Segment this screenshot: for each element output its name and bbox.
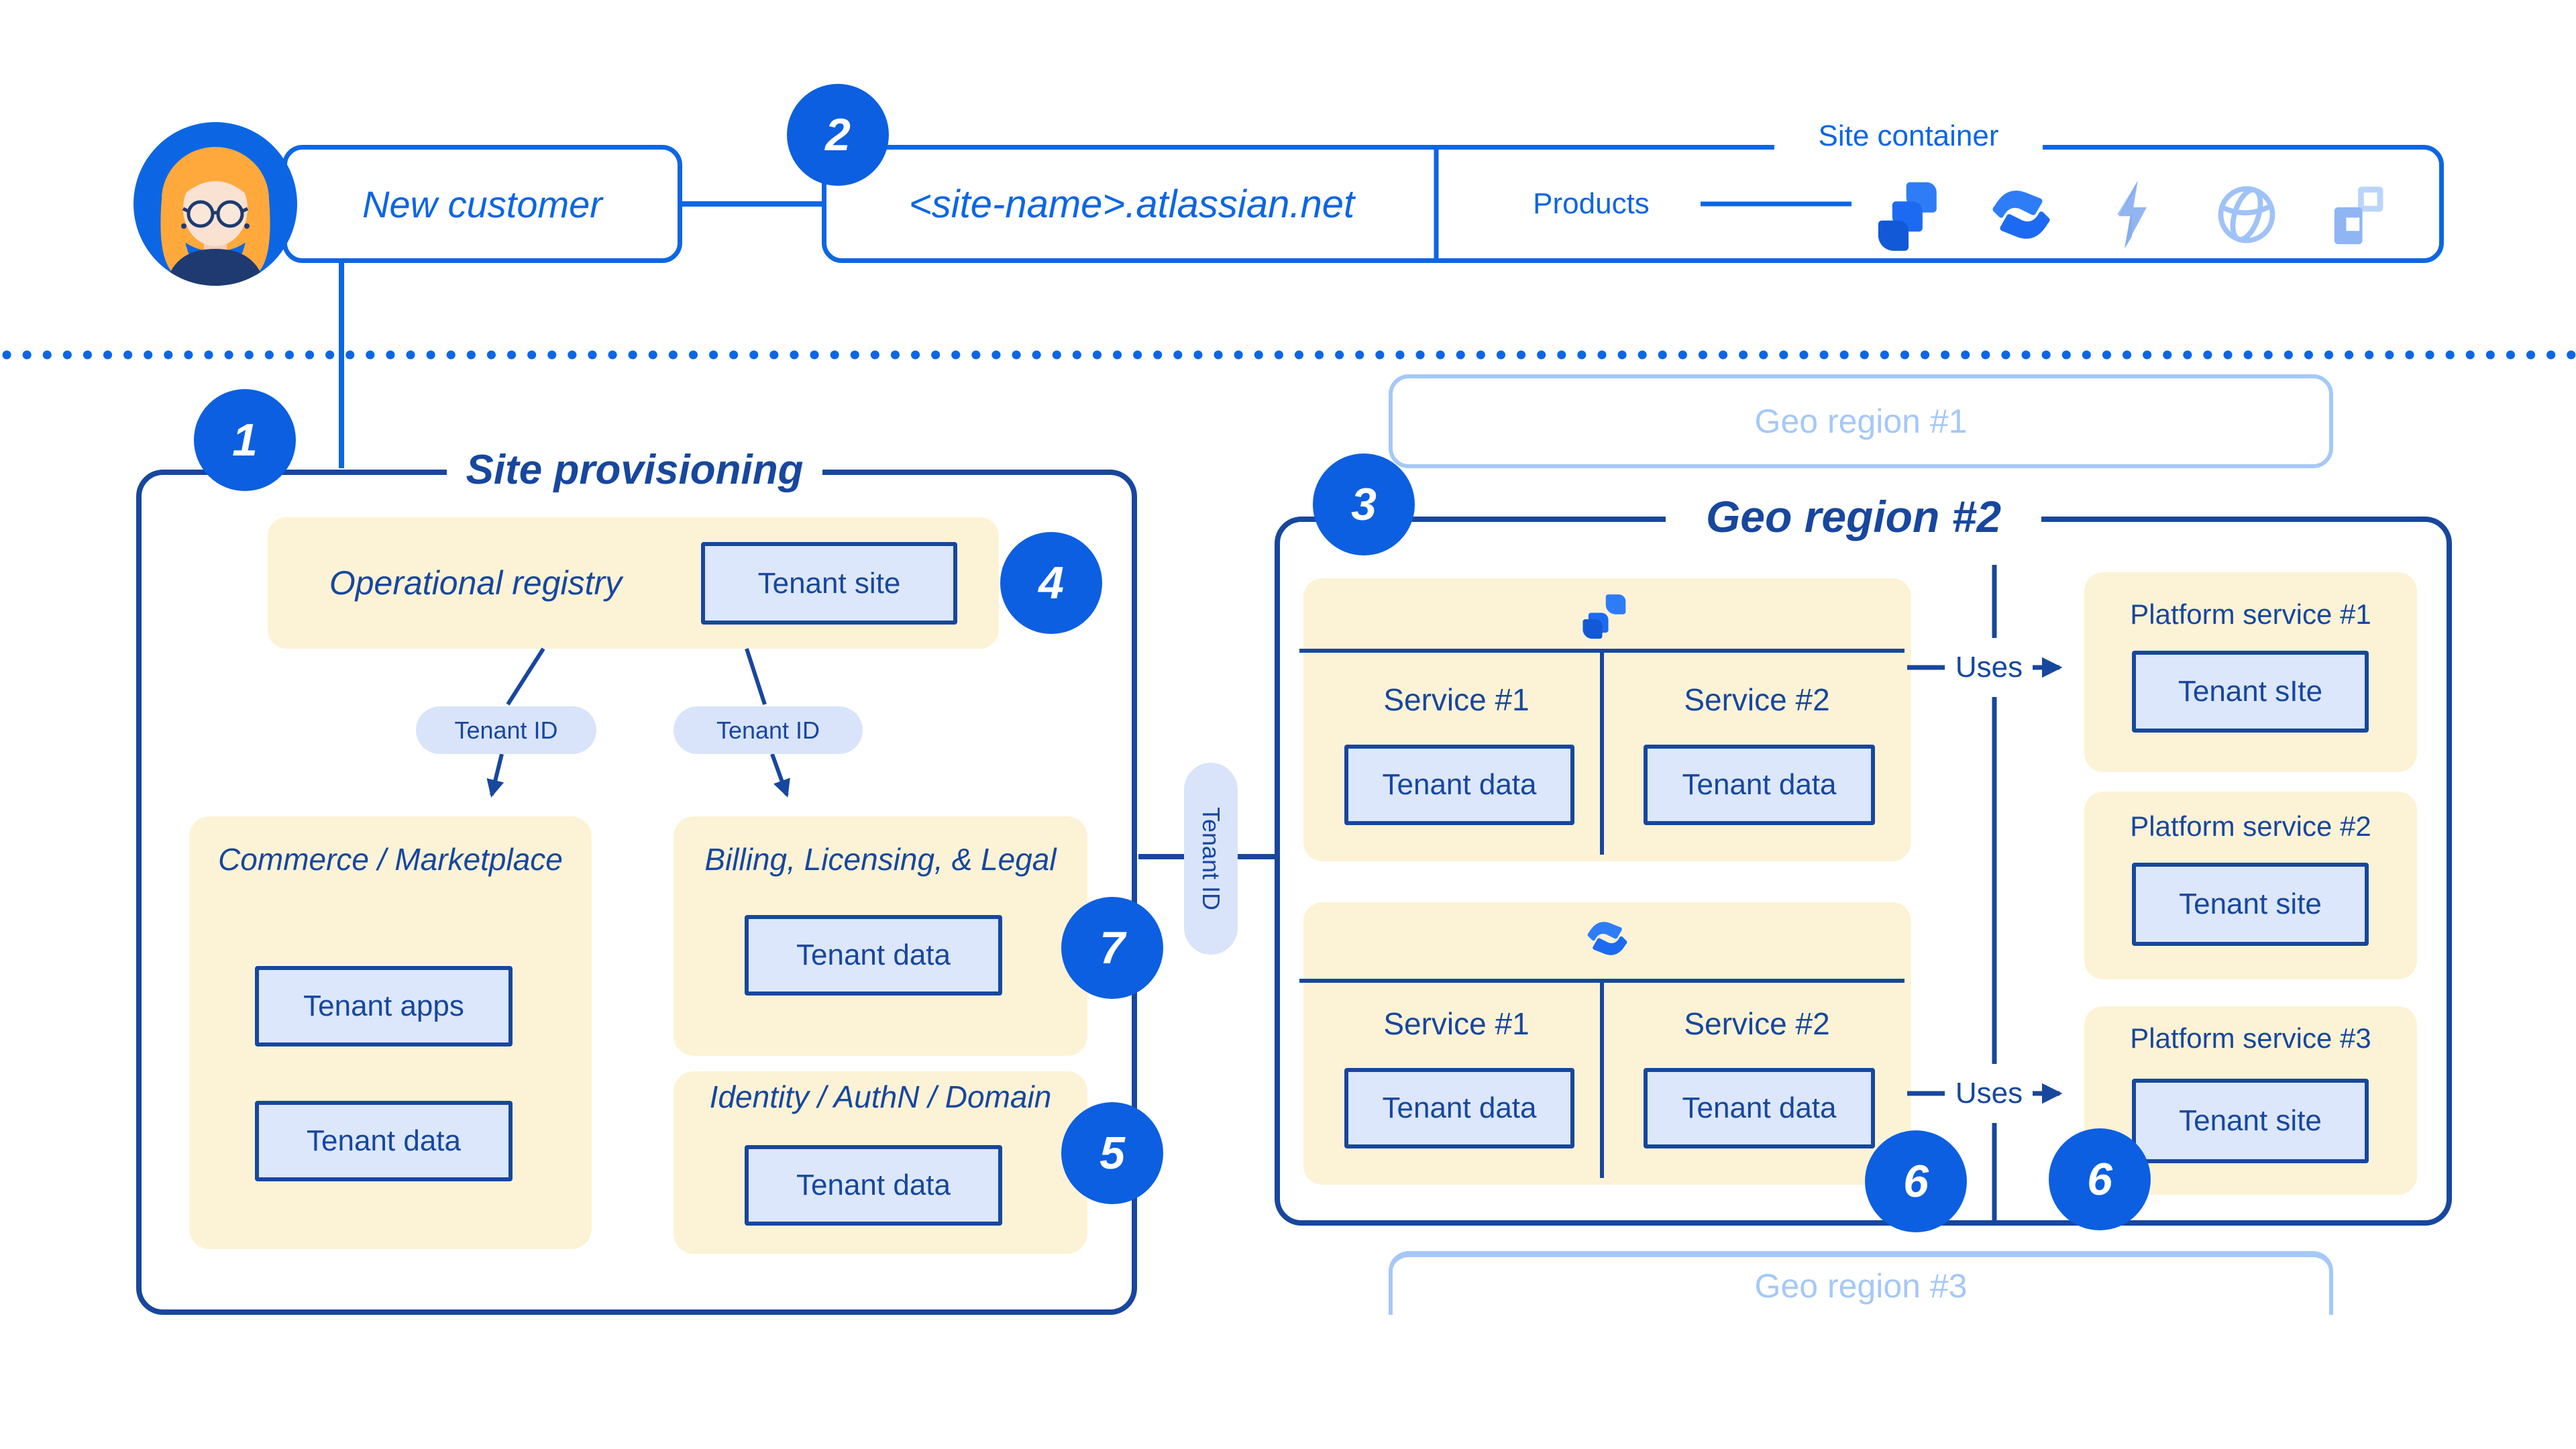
platform-tenant-box: Tenant sIte	[2132, 651, 2369, 733]
platform-service-2-box: Platform service #2 Tenant site	[2084, 792, 2417, 979]
confluence-product-block: Service #1 Service #2 Tenant data Tenant…	[1303, 902, 1911, 1185]
geo-region-1-label: Geo region #1	[1754, 402, 1968, 440]
platform-tenant-box: Tenant site	[2132, 1079, 2369, 1163]
platform-service-1-box: Platform service #1 Tenant sIte	[2084, 572, 2417, 772]
tenant-data-label: Tenant data	[1382, 1091, 1537, 1124]
tenant-site-label: Tenant sIte	[2178, 675, 2323, 708]
tenant-site-label: Tenant site	[2179, 1104, 2322, 1137]
badge-number: 3	[1351, 479, 1377, 530]
tenant-id-vertical-pill: Tenant ID	[1184, 763, 1238, 955]
badge-number: 1	[232, 415, 258, 466]
tenant-apps-label: Tenant apps	[303, 989, 464, 1022]
tenant-id-label: Tenant ID	[1197, 806, 1225, 911]
platform-service-title: Platform service #2	[2130, 810, 2371, 842]
site-provisioning-box: Operational registry Tenant site Commerc…	[136, 470, 1137, 1315]
tenant-site-box: Tenant site	[701, 542, 957, 625]
uses-label: Uses	[1945, 1073, 2033, 1114]
globe-icon	[2218, 186, 2275, 244]
geo-region-3-box: Geo region #3	[1389, 1251, 2333, 1315]
step-badge-2: 2	[787, 84, 889, 186]
tenant-id-label: Tenant ID	[454, 716, 558, 744]
billing-box: Billing, Licensing, & Legal Tenant data	[674, 816, 1087, 1056]
platform-service-title: Platform service #3	[2130, 1022, 2371, 1054]
badge-number: 6	[2087, 1154, 2112, 1205]
bolt-icon	[2117, 180, 2147, 249]
confluence-icon	[1587, 922, 1627, 955]
identity-tenant-data-box: Tenant data	[745, 1145, 1002, 1226]
confluence-icon	[1992, 191, 2050, 239]
geo-region-3-label: Geo region #3	[1754, 1267, 1968, 1305]
tenant-data-label: Tenant data	[796, 1169, 951, 1201]
new-customer-box: New customer	[282, 145, 682, 263]
commerce-title: Commerce / Marketplace	[218, 842, 563, 877]
billing-tenant-data-box: Tenant data	[745, 915, 1002, 996]
site-container-box: <site-name>.atlassian.net Products	[822, 145, 2444, 263]
commerce-tenant-data-box: Tenant data	[255, 1101, 513, 1181]
step-badge-6: 6	[2049, 1128, 2151, 1230]
tenant-data-label: Tenant data	[1382, 768, 1537, 801]
service-label: Service #1	[1383, 1006, 1529, 1041]
products-label: Products	[1533, 187, 1650, 220]
site-container-title: Site container	[1774, 115, 2043, 158]
jira-icon	[1878, 182, 1937, 251]
step-badge-6: 6	[1865, 1130, 1967, 1232]
billing-title: Billing, Licensing, & Legal	[704, 842, 1057, 877]
service-tenant-data-box: Tenant data	[1344, 1068, 1574, 1148]
site-provisioning-title: Site provisioning	[447, 443, 822, 496]
step-badge-1: 1	[194, 389, 296, 491]
step-badge-4: 4	[1000, 532, 1102, 634]
geo-region-2-title: Geo region #2	[1666, 487, 2041, 546]
identity-title: Identity / AuthN / Domain	[709, 1079, 1052, 1114]
badge-number: 5	[1099, 1128, 1125, 1179]
service-label: Service #2	[1684, 1006, 1830, 1041]
tenant-data-label: Tenant data	[796, 938, 951, 971]
platform-service-title: Platform service #1	[2130, 598, 2371, 630]
step-badge-3: 3	[1313, 453, 1415, 555]
tenant-apps-box: Tenant apps	[255, 966, 513, 1046]
new-customer-label: New customer	[362, 182, 602, 225]
jira-product-block: Service #1 Service #2 Tenant data Tenant…	[1303, 578, 1911, 861]
badge-number: 6	[1903, 1156, 1929, 1207]
step-badge-5: 5	[1061, 1102, 1163, 1204]
geo-region-1-box: Geo region #1	[1389, 374, 2333, 468]
step-badge-7: 7	[1061, 897, 1163, 999]
tenant-id-label: Tenant ID	[716, 716, 820, 744]
badge-number: 4	[1038, 557, 1064, 608]
tenant-id-pill: Tenant ID	[674, 706, 863, 754]
tenant-site-label: Tenant site	[757, 566, 901, 600]
service-tenant-data-box: Tenant data	[1644, 745, 1875, 825]
tenant-site-label: Tenant site	[2179, 888, 2322, 920]
platform-tenant-box: Tenant site	[2132, 863, 2369, 946]
service-tenant-data-box: Tenant data	[1644, 1068, 1875, 1148]
service-label: Service #2	[1684, 682, 1830, 717]
badge-number: 2	[825, 109, 851, 160]
tenant-id-pill: Tenant ID	[416, 706, 596, 754]
operational-registry-box: Operational registry Tenant site	[268, 517, 999, 649]
avatar	[133, 122, 297, 286]
service-tenant-data-box: Tenant data	[1344, 745, 1574, 825]
tenant-data-label: Tenant data	[1682, 768, 1837, 801]
badge-number: 7	[1099, 922, 1125, 973]
tenant-data-label: Tenant data	[1682, 1091, 1837, 1124]
site-name-label: <site-name>.atlassian.net	[908, 182, 1355, 226]
operational-registry-label: Operational registry	[329, 564, 623, 602]
tenant-data-label: Tenant data	[307, 1124, 461, 1157]
jira-icon	[1582, 594, 1626, 639]
commerce-box: Commerce / Marketplace Tenant apps Tenan…	[189, 816, 592, 1249]
uses-label: Uses	[1945, 647, 2033, 688]
grid-icon	[2334, 186, 2383, 244]
identity-box: Identity / AuthN / Domain Tenant data	[674, 1071, 1087, 1254]
service-label: Service #1	[1383, 682, 1529, 717]
